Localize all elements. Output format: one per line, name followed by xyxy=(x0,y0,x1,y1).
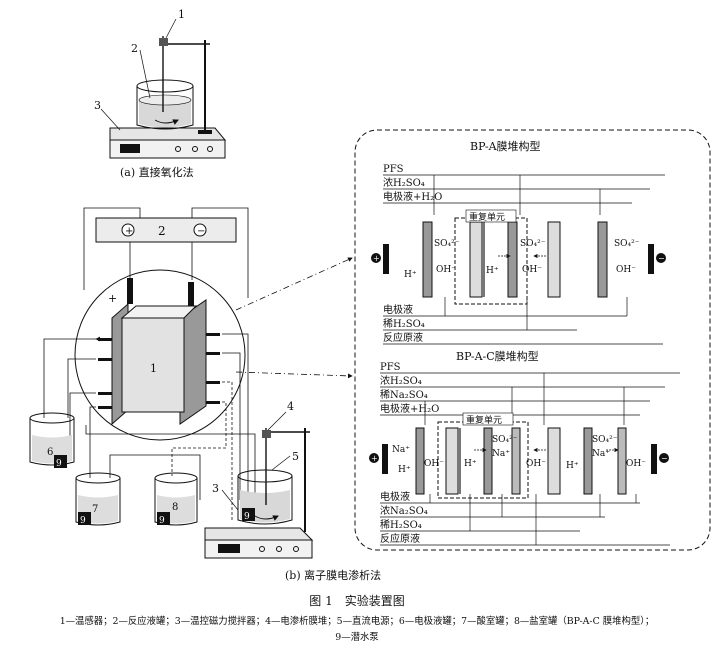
svg-text:+: + xyxy=(108,292,117,305)
label-2: 2 xyxy=(131,42,138,55)
svg-text:H⁺: H⁺ xyxy=(486,266,499,276)
svg-text:Na⁺: Na⁺ xyxy=(392,445,410,455)
svg-text:OH⁻: OH⁻ xyxy=(616,265,636,275)
power-label-2: 2 xyxy=(158,224,166,238)
bp-a-c-configuration: BP-A-C膜堆构型 PFS 浓H₂SO₄ 稀Na₂SO₄ 电极液+H₂O 重复… xyxy=(369,349,680,546)
label-1: 1 xyxy=(178,8,185,21)
label-3: 3 xyxy=(94,99,101,112)
svg-text:SO₄²⁻: SO₄²⁻ xyxy=(520,239,546,249)
stirrer-display xyxy=(120,144,140,153)
svg-text:SO₄²⁻: SO₄²⁻ xyxy=(614,239,640,249)
svg-text:OH⁻: OH⁻ xyxy=(424,459,444,469)
figure-legend-line2: 9—潜水泵 xyxy=(335,632,379,643)
magnified-stack-circle xyxy=(74,269,246,441)
ed-membrane-stack-4 xyxy=(121,317,185,413)
svg-text:H⁺: H⁺ xyxy=(398,465,411,475)
svg-text:9: 9 xyxy=(159,516,165,526)
bp-a-title: BP-A膜堆构型 xyxy=(470,139,541,153)
svg-text:电极液: 电极液 xyxy=(383,303,413,316)
electrode-tank-6: 6 xyxy=(47,447,53,458)
svg-text:H⁺: H⁺ xyxy=(464,459,477,469)
figure-legend-line1: 1—温感器；2—反应液罐；3—温控磁力搅拌器；4—电渗析膜堆；5—直流电源；6—… xyxy=(59,616,655,627)
svg-text:OH⁻: OH⁻ xyxy=(526,459,546,469)
svg-text:SO₄²⁻: SO₄²⁻ xyxy=(592,435,618,445)
caption-a: (a) 直接氧化法 xyxy=(120,166,194,179)
electrodialysis-setup: + − 2 + 1 xyxy=(29,207,314,559)
dc-power-supply-5 xyxy=(95,217,237,243)
membrane-config-panel xyxy=(354,129,711,551)
svg-text:−: − xyxy=(658,254,665,263)
svg-text:反应原液: 反应原液 xyxy=(380,532,420,545)
svg-text:Na⁺: Na⁺ xyxy=(492,449,510,459)
svg-text:稀H₂SO₄: 稀H₂SO₄ xyxy=(380,518,422,531)
svg-text:+: + xyxy=(125,226,133,237)
svg-text:9: 9 xyxy=(56,459,62,469)
svg-text:电极液+H₂O: 电极液+H₂O xyxy=(383,190,442,203)
svg-text:3: 3 xyxy=(212,482,219,495)
svg-text:−: − xyxy=(197,226,205,237)
bp-a-configuration: BP-A膜堆构型 PFS 浓H₂SO₄ 电极液+H₂O 重复单元 + − SO₄… xyxy=(371,139,666,345)
svg-text:稀H₂SO₄: 稀H₂SO₄ xyxy=(383,317,425,330)
svg-text:5: 5 xyxy=(292,450,299,463)
svg-text:+: + xyxy=(373,254,380,263)
svg-text:浓Na₂SO₄: 浓Na₂SO₄ xyxy=(380,505,428,517)
svg-text:PFS: PFS xyxy=(380,362,401,373)
svg-text:−: − xyxy=(661,454,668,463)
svg-text:H⁺: H⁺ xyxy=(404,270,417,280)
svg-text:SO₄²⁻: SO₄²⁻ xyxy=(434,239,460,249)
svg-text:反应原液: 反应原液 xyxy=(383,331,423,344)
caption-b: (b) 离子膜电渗析法 xyxy=(285,569,382,582)
svg-text:OH⁻: OH⁻ xyxy=(522,265,542,275)
acid-tank-7: 7 xyxy=(92,504,98,515)
svg-text:浓H₂SO₄: 浓H₂SO₄ xyxy=(383,177,425,189)
svg-text:浓H₂SO₄: 浓H₂SO₄ xyxy=(380,375,422,387)
svg-text:9: 9 xyxy=(80,516,86,526)
figure-title: 图 1 实验装置图 xyxy=(309,594,405,608)
svg-text:1: 1 xyxy=(150,362,157,375)
svg-text:重复单元: 重复单元 xyxy=(469,211,505,223)
svg-text:电极液+H₂O: 电极液+H₂O xyxy=(380,402,439,415)
svg-text:稀Na₂SO₄: 稀Na₂SO₄ xyxy=(380,388,428,401)
svg-text:电极液: 电极液 xyxy=(380,490,410,503)
svg-text:OH⁻: OH⁻ xyxy=(626,459,646,469)
bp-a-c-title: BP-A-C膜堆构型 xyxy=(456,349,539,363)
salt-tank-8: 8 xyxy=(172,502,178,513)
svg-text:H⁺: H⁺ xyxy=(566,461,579,471)
svg-text:重复单元: 重复单元 xyxy=(466,414,502,426)
svg-text:4: 4 xyxy=(287,400,294,413)
svg-text:Na⁺: Na⁺ xyxy=(592,449,610,459)
direct-oxidation-setup: 1 2 3 xyxy=(94,8,227,159)
svg-text:+: + xyxy=(371,454,378,463)
svg-text:PFS: PFS xyxy=(383,164,404,175)
svg-text:OH⁻: OH⁻ xyxy=(436,265,456,275)
svg-text:SO₄²⁻: SO₄²⁻ xyxy=(492,435,518,445)
svg-text:9: 9 xyxy=(244,512,250,522)
